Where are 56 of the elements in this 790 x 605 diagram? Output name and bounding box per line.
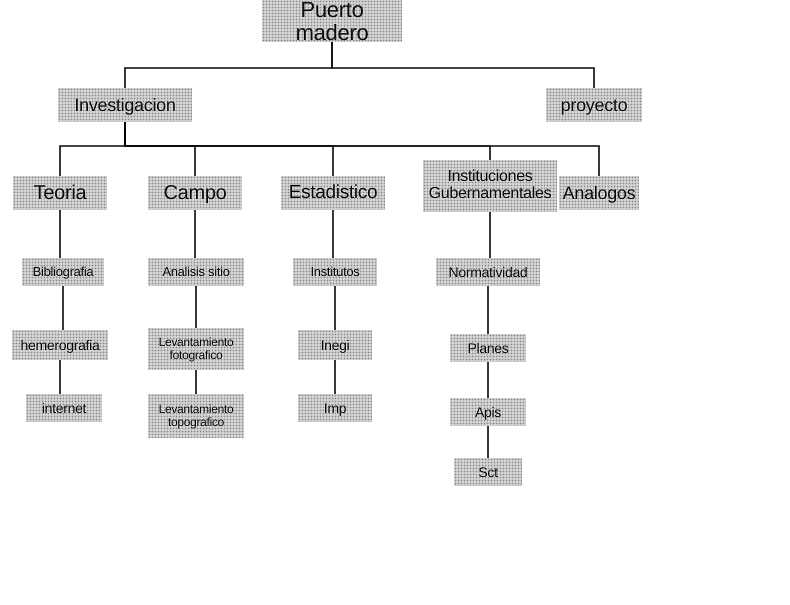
topic-box xyxy=(13,176,107,210)
connector-line xyxy=(194,210,196,258)
topic-label: Imp xyxy=(324,400,346,416)
topic-label: Normatividad xyxy=(448,264,528,280)
topic-box xyxy=(454,458,522,486)
topic-label: hemerografia xyxy=(20,338,100,352)
connector-line xyxy=(331,42,595,88)
topic-label: internet xyxy=(42,400,86,416)
topic-box xyxy=(262,0,402,42)
topic-box xyxy=(26,394,102,422)
topic-box xyxy=(546,88,642,122)
topic-box xyxy=(559,176,639,210)
connector-line xyxy=(59,210,61,258)
topic-label: Investigacion xyxy=(74,96,176,114)
topic-box xyxy=(298,394,372,422)
topic-label: proyecto xyxy=(560,96,628,114)
topic-label: Analisis sitio xyxy=(162,265,230,279)
topic-label: Apis xyxy=(474,404,502,420)
connector-line xyxy=(62,286,64,330)
topic-label: Sct xyxy=(478,464,498,480)
topic-label: Estadistico xyxy=(288,183,378,203)
topic-box xyxy=(293,258,377,286)
topic-box xyxy=(22,258,104,286)
connector-line xyxy=(487,362,489,398)
topic-box xyxy=(281,176,385,210)
topic-label: Levantamiento topografico xyxy=(158,403,234,429)
connector-line xyxy=(334,360,336,394)
topic-box xyxy=(450,398,526,426)
connector-line xyxy=(59,360,61,394)
topic-box xyxy=(436,258,540,286)
topic-label: Planes xyxy=(467,340,508,356)
topic-box xyxy=(148,258,244,286)
connector-line xyxy=(489,212,491,258)
topic-label: Levantamiento fotografico xyxy=(158,336,234,362)
connector-line xyxy=(332,210,334,258)
connector-line xyxy=(195,370,197,394)
topic-label: Analogos xyxy=(562,184,636,202)
topic-label: Instituciones Gubernamentales xyxy=(428,169,552,203)
topic-label: Institutos xyxy=(310,265,360,279)
connector-line xyxy=(334,286,336,330)
topic-label: Teoria xyxy=(34,182,86,204)
topic-box xyxy=(148,394,244,438)
topic-box xyxy=(298,330,372,360)
topic-label: Campo xyxy=(164,182,226,204)
connector-line xyxy=(487,286,489,334)
connector-line xyxy=(195,286,197,328)
topic-box xyxy=(12,330,108,360)
topic-label: Inegi xyxy=(320,338,350,352)
topic-box xyxy=(58,88,192,122)
topic-box xyxy=(148,176,242,210)
topic-label: Puerto madero xyxy=(294,0,370,44)
topic-label: Bibliografia xyxy=(32,265,94,279)
topic-box xyxy=(148,328,244,370)
connector-line xyxy=(487,426,489,458)
topic-box xyxy=(423,160,557,212)
topic-box xyxy=(450,334,526,362)
